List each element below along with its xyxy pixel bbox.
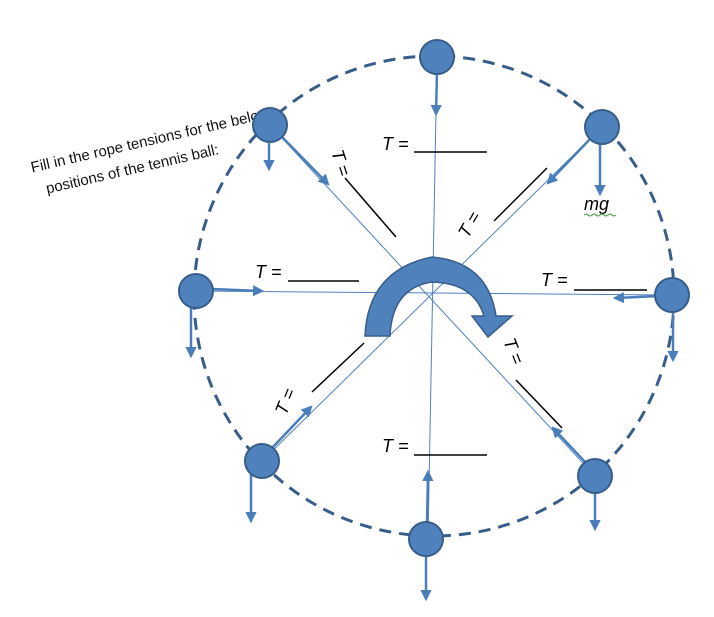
ball-top [419,39,455,75]
gravity-arrows [185,143,679,602]
tension-arrow-lower-left [271,405,313,449]
tension-arrow-right [612,291,661,304]
tension-arrows [211,71,661,526]
rope-horizontal [195,290,673,296]
gravity-label: mg [584,194,609,214]
balls [178,39,690,557]
tension-label-left: T = [255,262,282,282]
ball-lower-left [244,443,280,479]
tension-label-upper-left: T = [327,147,354,178]
tension-arrow-bottom [422,469,434,526]
ball-upper-right [584,109,620,145]
tension-arrow-lower-right [551,426,587,464]
tension-label-top: T = [382,134,409,154]
rope-upper-right-diagonal [261,126,603,462]
rope-upper-left-diagonal [269,124,596,477]
answer-blank-lower-left [311,342,365,393]
tension-arrow-upper-left [281,136,330,186]
tension-arrow-upper-right [546,136,593,185]
answer-blank-upper-left [344,177,397,238]
ball-lower-right [577,458,613,494]
ball-left [178,273,214,309]
instruction-text: Fill in the rope tensions for the below … [29,105,271,198]
spellcheck-squiggle [583,213,617,217]
tension-label-lower-left: T = [271,385,299,417]
tension-labels: T = T = T = T = T = T = T = T = [255,134,568,456]
tension-label-lower-right: T = [499,335,527,367]
rope-top [427,56,438,541]
tension-label-upper-right: T = [454,208,485,241]
curved-arrow-icon [364,256,514,339]
tension-label-right: T = [541,270,568,290]
tension-arrow-top [430,71,442,117]
answer-blanks [288,151,647,456]
ball-bottom [408,521,444,557]
tension-label-bottom: T = [382,436,409,456]
answer-blank-lower-right [515,379,563,429]
tension-arrow-left [211,285,265,297]
ball-upper-left [252,107,288,143]
answer-blank-upper-right [493,167,548,222]
ball-right [654,277,690,313]
